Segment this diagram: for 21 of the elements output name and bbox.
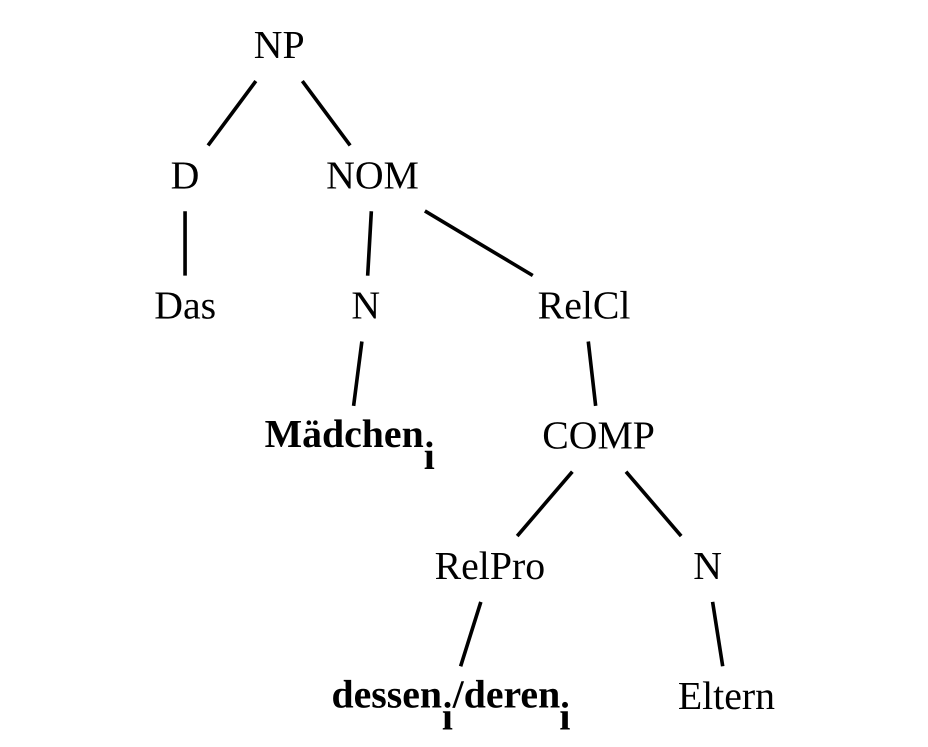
connector: [624, 470, 683, 538]
node-text: N: [351, 284, 380, 328]
node-text: RelPro: [434, 544, 546, 588]
node-text: NP: [254, 23, 305, 68]
node-text: Das: [154, 284, 216, 328]
connector: [516, 470, 574, 538]
node-text: COMP: [542, 414, 655, 458]
connector: [352, 341, 364, 406]
connector: [458, 601, 483, 667]
connector: [366, 211, 374, 276]
node-text: N: [693, 544, 722, 588]
connector: [424, 209, 534, 278]
node-text: RelCl: [538, 284, 630, 328]
node-text: Eltern: [678, 674, 776, 718]
connector: [183, 211, 187, 276]
connector: [586, 341, 598, 406]
node-text: D: [170, 153, 200, 198]
connector: [206, 80, 258, 147]
connector: [710, 602, 724, 667]
connector: [300, 80, 352, 147]
node-text: NOM: [326, 153, 419, 198]
